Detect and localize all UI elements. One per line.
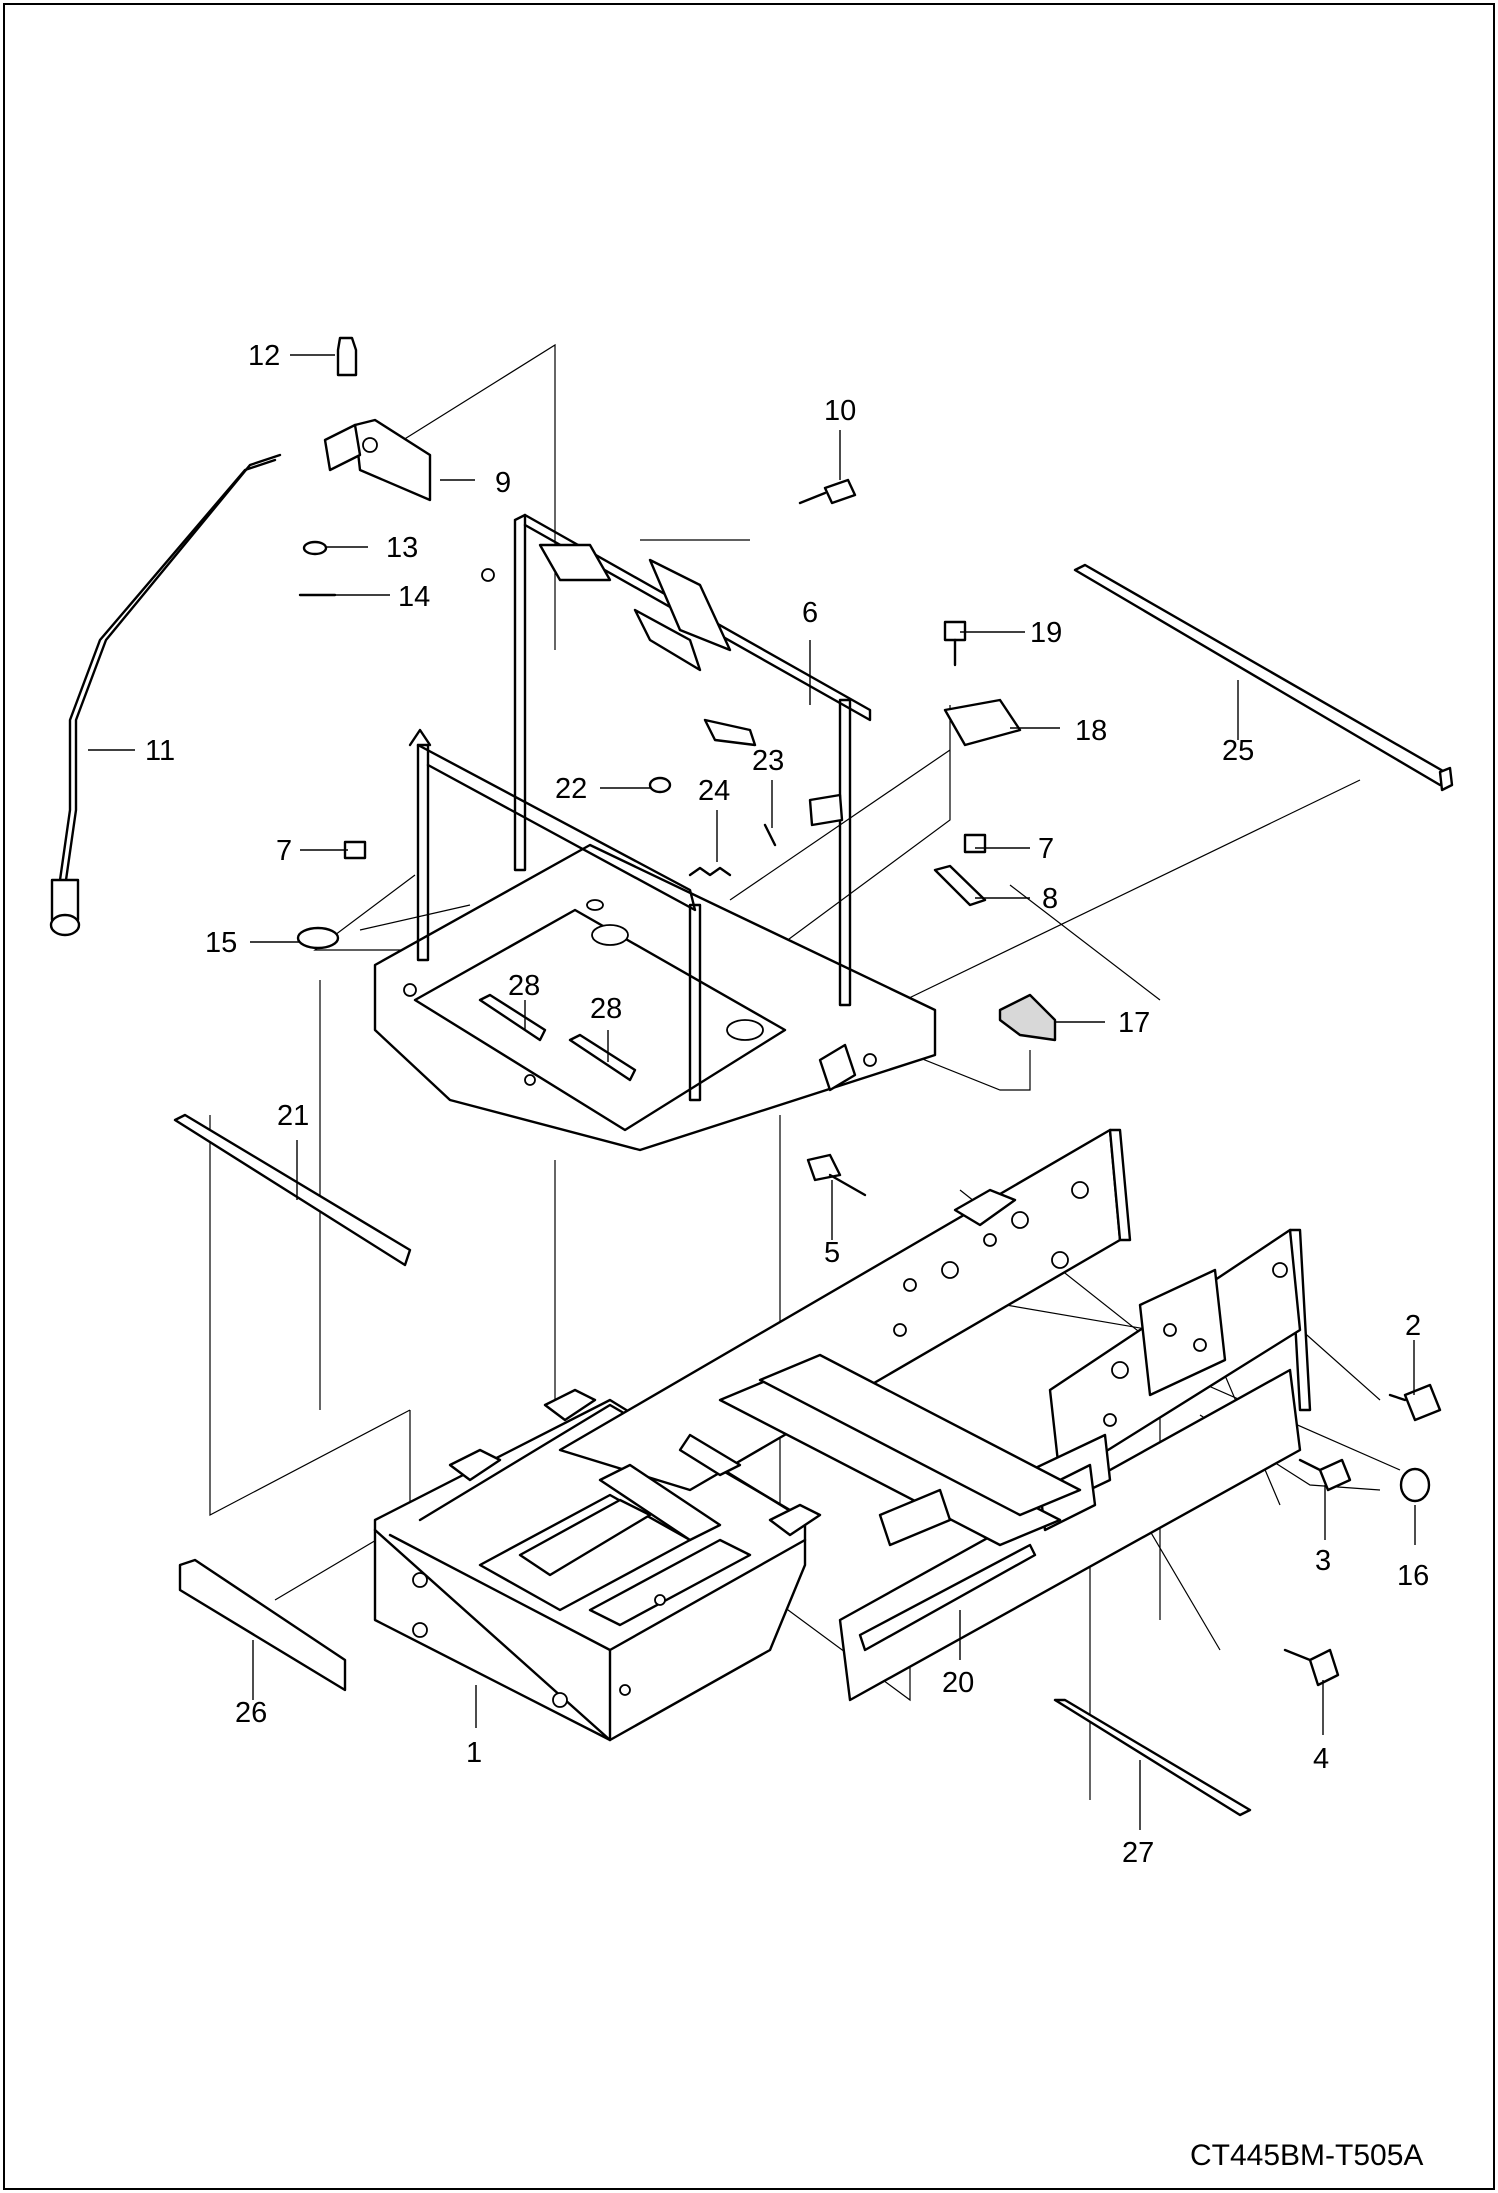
callout-7-left: 7: [276, 835, 292, 867]
strip-part-20: [858, 1543, 1037, 1652]
callout-3: 3: [1315, 1545, 1331, 1577]
callout-28-left: 28: [508, 970, 540, 1002]
callout-8: 8: [1042, 883, 1058, 915]
callout-27: 27: [1122, 1837, 1154, 1869]
hardware-bolts: [296, 336, 1442, 1687]
callout-leaders: [88, 354, 1416, 1830]
pad-part-26: [178, 1558, 347, 1692]
callout-11: 11: [145, 735, 175, 767]
callout-16: 16: [1397, 1560, 1429, 1592]
callout-15: 15: [205, 927, 237, 959]
callout-18: 18: [1075, 715, 1107, 747]
latch-part-9: [323, 418, 432, 502]
callout-14: 14: [398, 581, 430, 613]
seat-mount-plate: [373, 843, 937, 1152]
inner-cross-members: [598, 1353, 1082, 1547]
callout-25: 25: [1222, 735, 1254, 767]
callout-19: 19: [1030, 617, 1062, 649]
rails-part-28: [478, 993, 637, 1082]
release-cable: [49, 453, 282, 937]
callout-22: 22: [555, 773, 587, 805]
callout-26: 26: [235, 1697, 267, 1729]
callout-20: 20: [942, 1667, 974, 1699]
seat-support-frame: [408, 513, 872, 1102]
strip-part-27: [1053, 1698, 1252, 1817]
callout-2: 2: [1405, 1310, 1421, 1342]
callout-17: 17: [1118, 1007, 1150, 1039]
callout-24: 24: [698, 775, 730, 807]
callout-28-right: 28: [590, 993, 622, 1025]
callout-13: 13: [386, 532, 418, 564]
strip-part-25: [1073, 563, 1454, 792]
callout-1: 1: [466, 1737, 482, 1769]
callout-21: 21: [277, 1100, 309, 1132]
drawing-code: CT445BM-T505A: [1190, 2139, 1423, 2172]
callout-23: 23: [752, 745, 784, 777]
callout-7-right: 7: [1038, 833, 1054, 865]
drawing-border: [3, 3, 1495, 2190]
callout-labels: 12 9 13 14 11 10 6 19 18 25 22 23 24 7 7…: [145, 340, 1429, 1869]
callout-12: 12: [248, 340, 280, 372]
callout-9: 9: [495, 467, 511, 499]
strip-part-21: [173, 1113, 412, 1267]
callout-5: 5: [824, 1237, 840, 1269]
pad-part-17: [998, 993, 1057, 1042]
callout-10: 10: [824, 395, 856, 427]
callout-6: 6: [802, 597, 818, 629]
callout-4: 4: [1313, 1743, 1329, 1775]
